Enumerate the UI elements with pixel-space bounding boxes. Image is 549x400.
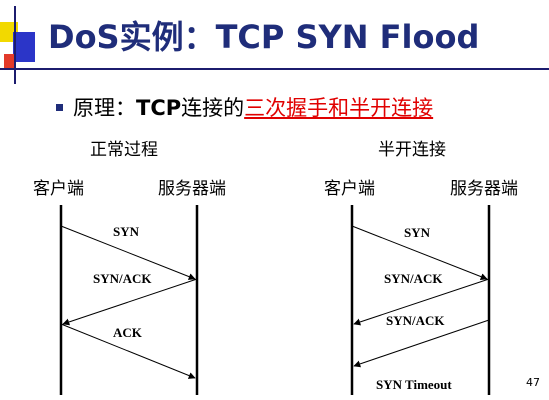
half-open-syn-arrow: [351, 225, 488, 280]
normal-msg-synack: SYN/ACK: [93, 271, 152, 286]
normal-process-heading: 正常过程: [90, 140, 158, 160]
normal-syn-arrow: [60, 225, 196, 280]
page-title: DoS实例：TCP SYN Flood: [48, 18, 480, 56]
page-number: 47: [526, 376, 540, 389]
decoration-red-square: [4, 54, 16, 68]
half-open-synack-arrow-2: [353, 319, 490, 368]
normal-msg-ack: ACK: [113, 325, 143, 340]
half-open-msg-syn-timeout: SYN Timeout: [376, 377, 452, 392]
decoration-blue-square: [13, 32, 35, 62]
bullet-prefix: 原理：: [73, 96, 136, 120]
bullet-principle: 原理：TCP连接的三次握手和半开连接: [56, 92, 433, 122]
half-open-msg-synack-1: SYN/ACK: [384, 271, 443, 286]
half-open-client-label: 客户端: [324, 179, 375, 199]
bullet-square-icon: [56, 103, 63, 111]
normal-synack-arrow: [62, 278, 198, 326]
bullet-middle: 连接的: [181, 96, 245, 120]
half-open-server-label: 服务器端: [450, 179, 518, 199]
bullet-highlight: 三次握手和半开连接: [244, 96, 434, 120]
bullet-bold-text: TCP: [136, 96, 182, 120]
half-open-msg-synack-2: SYN/ACK: [386, 313, 445, 328]
title-underline: [0, 68, 549, 70]
normal-ack-arrow: [60, 323, 196, 379]
normal-server-label: 服务器端: [158, 179, 226, 199]
normal-msg-syn: SYN: [113, 224, 140, 239]
half-open-synack-arrow-1: [353, 278, 490, 326]
half-open-msg-syn: SYN: [404, 225, 431, 240]
decoration-vertical-line: [14, 6, 16, 84]
normal-client-label: 客户端: [33, 179, 84, 199]
half-open-heading: 半开连接: [378, 140, 446, 160]
